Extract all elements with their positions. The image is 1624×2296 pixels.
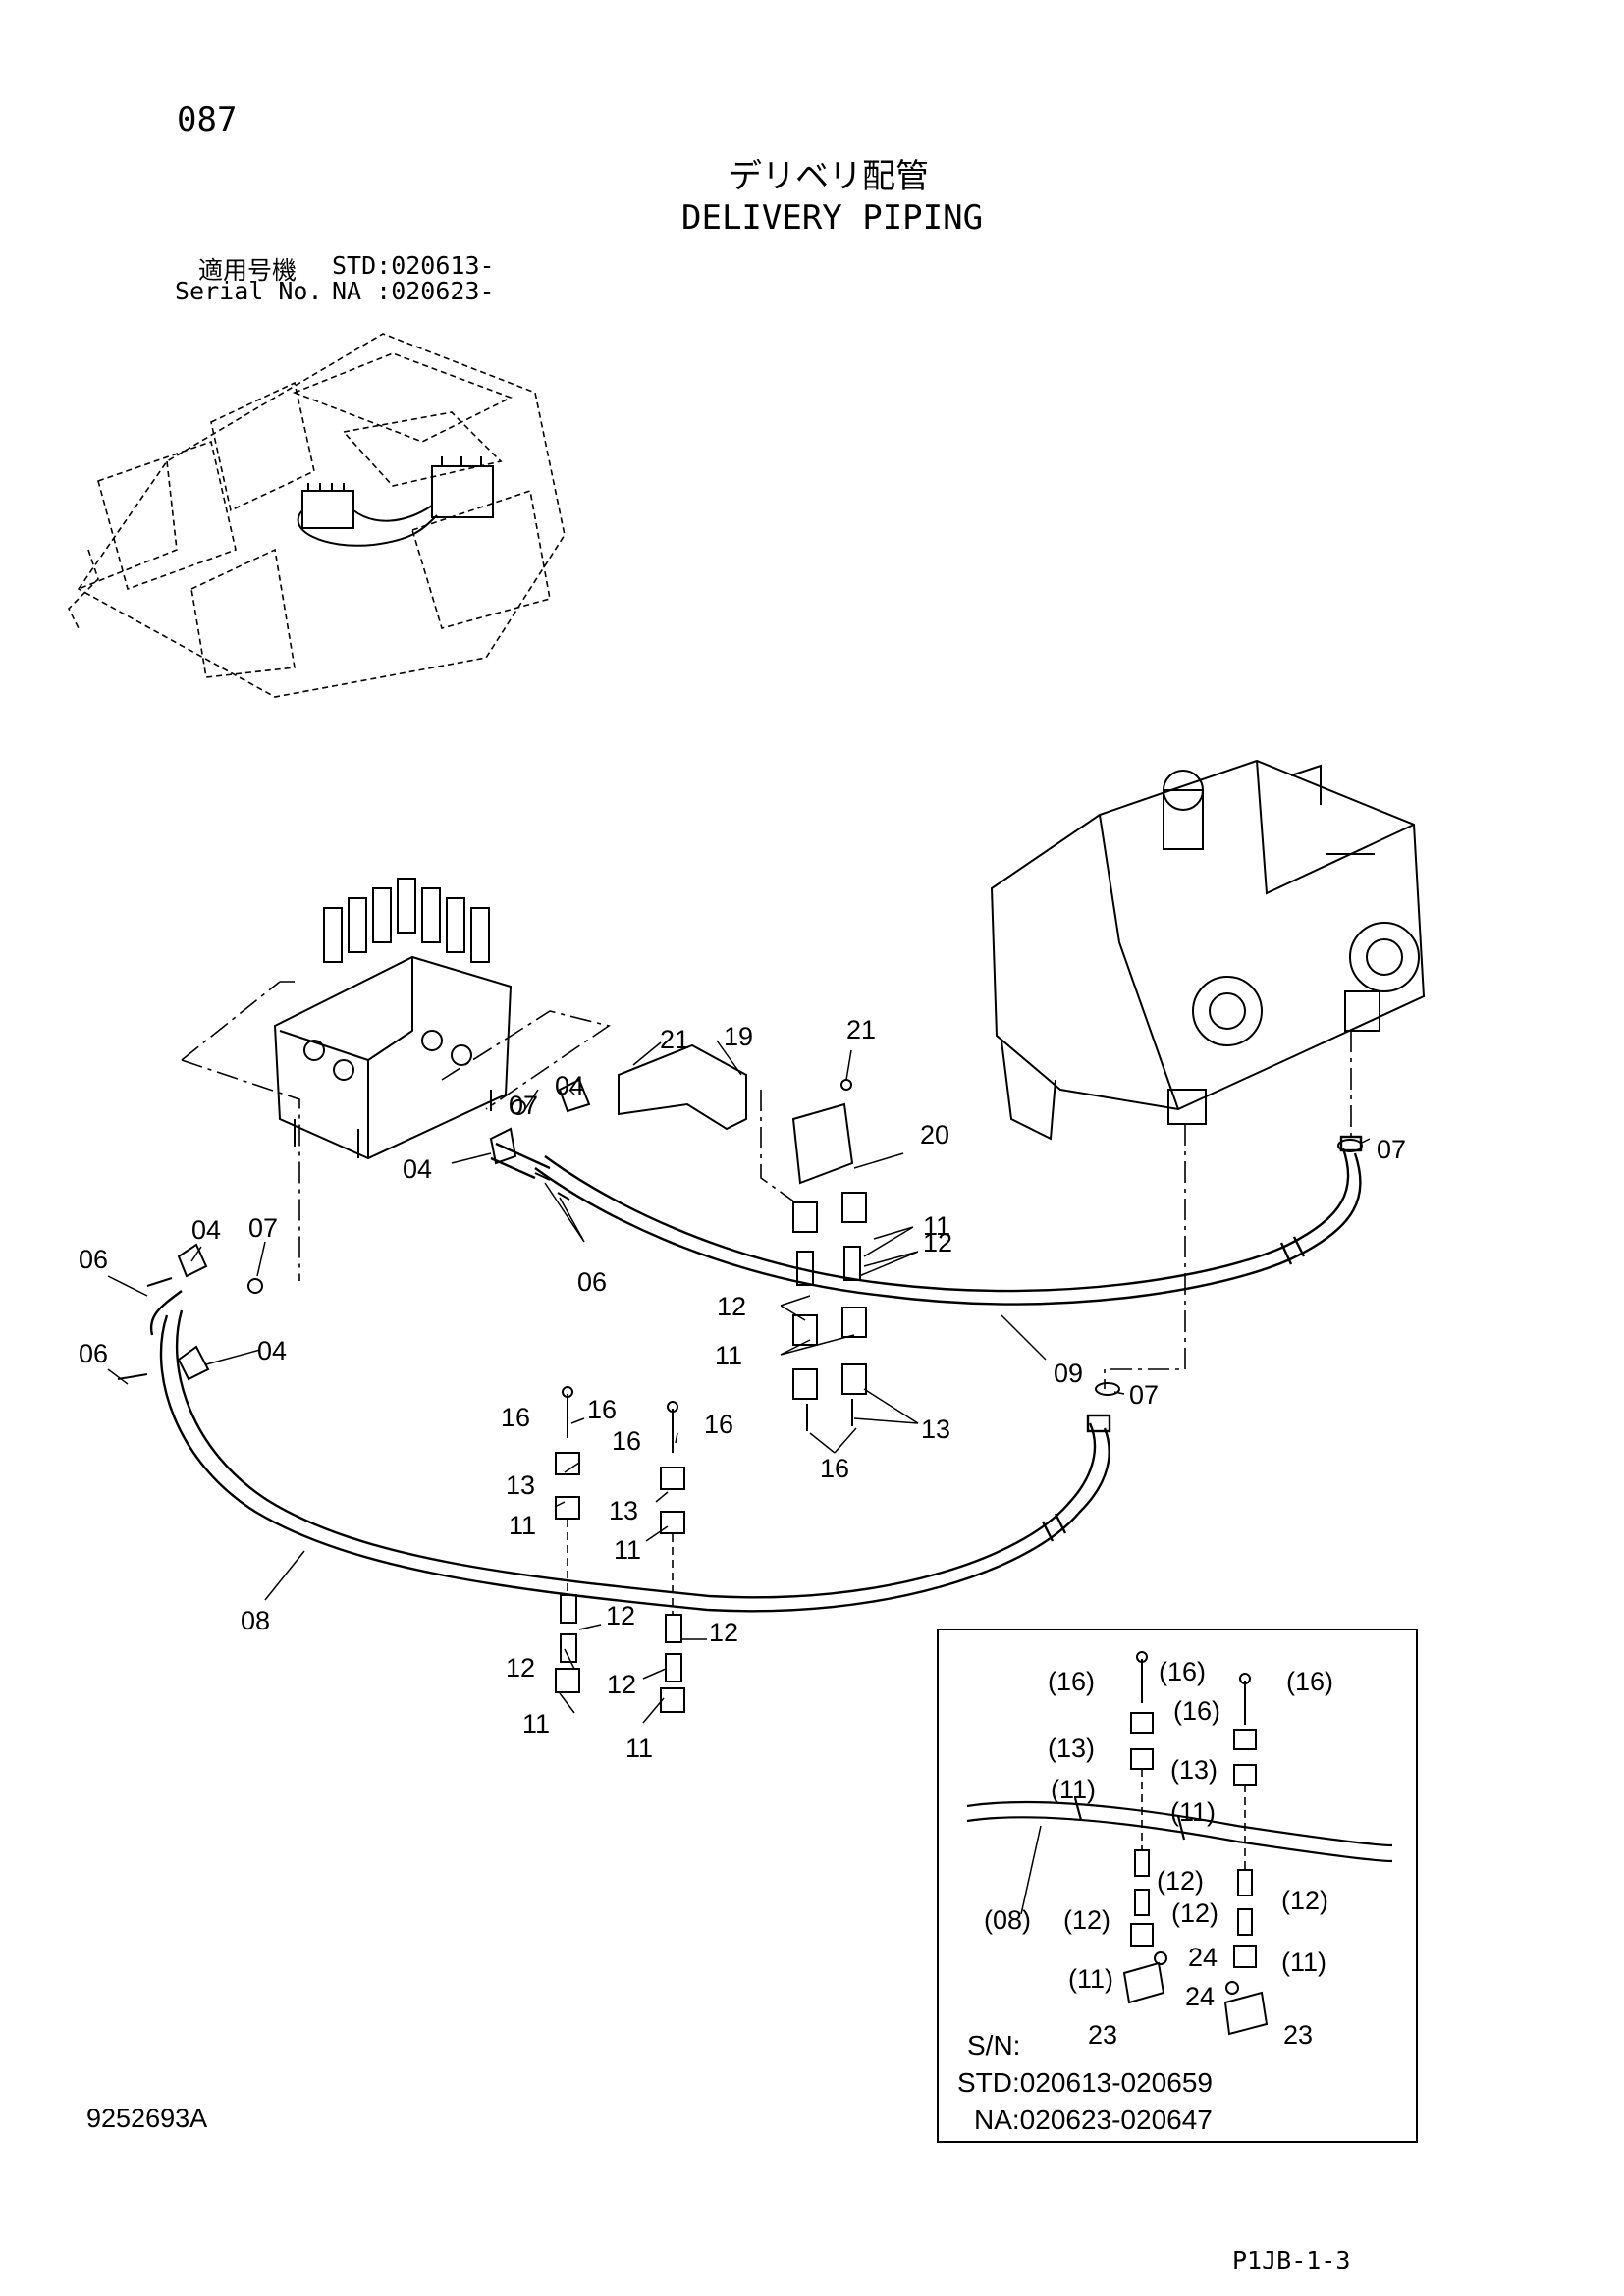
inset-sn-label: S/N: xyxy=(967,2030,1021,2060)
callout-12e: 12 xyxy=(506,1653,535,1682)
callout-04d: 04 xyxy=(257,1336,287,1365)
callout-12c: 12 xyxy=(606,1601,635,1630)
callout-11e: 11 xyxy=(522,1709,550,1738)
callout-16c: 16 xyxy=(587,1395,617,1424)
inset-callout-08: (08) xyxy=(984,1905,1031,1935)
callout-08: 08 xyxy=(241,1606,270,1635)
callout-04c: 04 xyxy=(191,1215,221,1245)
callout-21b: 21 xyxy=(846,1015,876,1044)
callout-11b: 11 xyxy=(715,1341,742,1370)
pump-leader-dash-2 xyxy=(1104,1124,1186,1389)
callout-13c: 13 xyxy=(609,1496,638,1525)
valve-leader-dash-2 xyxy=(441,1010,611,1110)
clamp-stack-upper xyxy=(792,1079,867,1431)
callout-20: 20 xyxy=(920,1120,949,1149)
clamp-stack-dash xyxy=(760,1090,796,1203)
inset-callout-12a: (12) xyxy=(1157,1866,1204,1896)
machine-overview-sketch xyxy=(68,333,566,698)
inset-leader-08 xyxy=(1020,1825,1042,1915)
callout-12a: 12 xyxy=(923,1228,952,1257)
control-valve xyxy=(273,878,513,1160)
callout-11f: 11 xyxy=(625,1734,653,1763)
page-reference: P1JB-1-3 xyxy=(1232,2246,1351,2274)
inset-callout-12c: (12) xyxy=(1063,1905,1110,1935)
delivery-hose-08 xyxy=(149,1290,1111,1613)
inset-callout-16d: (16) xyxy=(1173,1696,1220,1726)
serial-na: NA :020623- xyxy=(332,277,495,305)
callout-16e: 16 xyxy=(704,1410,733,1439)
inset-na-range: NA:020623-020647 xyxy=(974,2105,1213,2135)
clamp-stack-lower-a xyxy=(555,1386,580,1693)
callout-07c: 07 xyxy=(1377,1135,1406,1164)
callout-12d: 12 xyxy=(709,1618,738,1647)
callout-12f: 12 xyxy=(607,1670,636,1699)
callout-16b: 16 xyxy=(501,1403,530,1432)
callout-11c: 11 xyxy=(509,1511,536,1540)
callout-06b: 06 xyxy=(79,1245,108,1274)
callout-11a: 11 xyxy=(923,1211,950,1241)
inset-callout-13a: (13) xyxy=(1048,1734,1095,1763)
inset-callout-11a: (11) xyxy=(1051,1775,1096,1804)
inset-callout-12b: (12) xyxy=(1281,1886,1328,1915)
callout-19: 19 xyxy=(724,1022,753,1051)
callout-07b: 07 xyxy=(248,1213,278,1243)
title-english: DELIVERY PIPING xyxy=(681,198,984,238)
inset-callout-24a: 24 xyxy=(1188,1943,1218,1972)
inset-callout-13b: (13) xyxy=(1170,1755,1218,1785)
hydraulic-pump xyxy=(990,759,1426,1141)
overview-valve-mini xyxy=(297,456,494,547)
inset-callout-11b: (11) xyxy=(1170,1797,1216,1827)
inset-callout-11c: (11) xyxy=(1068,1964,1113,1994)
inset-callout-11d: (11) xyxy=(1281,1948,1326,1977)
inset-callout-24b: 24 xyxy=(1185,1982,1215,2011)
leader-lines xyxy=(107,1040,1371,1724)
inset-frame xyxy=(937,1629,1418,2143)
callout-16a: 16 xyxy=(820,1454,849,1483)
title-japanese: デリベリ配管 xyxy=(729,157,929,196)
flange-clamps xyxy=(117,1078,1363,1396)
inset-hose xyxy=(966,1797,1393,1863)
callout-13b: 13 xyxy=(506,1470,535,1500)
callout-13a: 13 xyxy=(921,1415,950,1444)
callout-labels: 21 19 21 20 07 04 04 11 06 12 12 11 07 0… xyxy=(79,1015,1406,2050)
drawing-number: 9252693A xyxy=(86,2104,208,2133)
bracket-20 xyxy=(791,1102,854,1185)
callout-12b: 12 xyxy=(717,1292,746,1321)
clamp-stack-lower-b xyxy=(660,1401,685,1713)
serial-label-jp: 適用号機 xyxy=(198,256,298,285)
inset-callout-23b: 23 xyxy=(1283,2020,1313,2050)
callout-16d: 16 xyxy=(612,1426,641,1456)
serial-std: STD:020613- xyxy=(332,251,495,280)
inset-callout-16c: (16) xyxy=(1286,1667,1333,1696)
callout-21a: 21 xyxy=(660,1025,689,1054)
inset-std-range: STD:020613-020659 xyxy=(957,2067,1213,2098)
callout-06c: 06 xyxy=(79,1339,108,1368)
callout-04a: 04 xyxy=(555,1071,584,1100)
callout-11d: 11 xyxy=(614,1535,641,1565)
inset-callout-16a: (16) xyxy=(1048,1667,1095,1696)
inset-callout-12d: (12) xyxy=(1171,1898,1218,1928)
valve-leader-dash xyxy=(181,981,300,1281)
callout-04b: 04 xyxy=(403,1154,432,1184)
callout-09: 09 xyxy=(1054,1359,1083,1388)
page-number: 087 xyxy=(177,100,238,139)
callout-06a: 06 xyxy=(577,1267,607,1297)
callout-07d: 07 xyxy=(1129,1380,1159,1410)
bracket-19 xyxy=(618,1043,747,1131)
inset-callout-23a: 23 xyxy=(1088,2020,1117,2050)
inset-callout-16b: (16) xyxy=(1159,1657,1206,1686)
serial-label-en: Serial No. xyxy=(175,277,323,305)
callout-07a: 07 xyxy=(509,1091,538,1120)
